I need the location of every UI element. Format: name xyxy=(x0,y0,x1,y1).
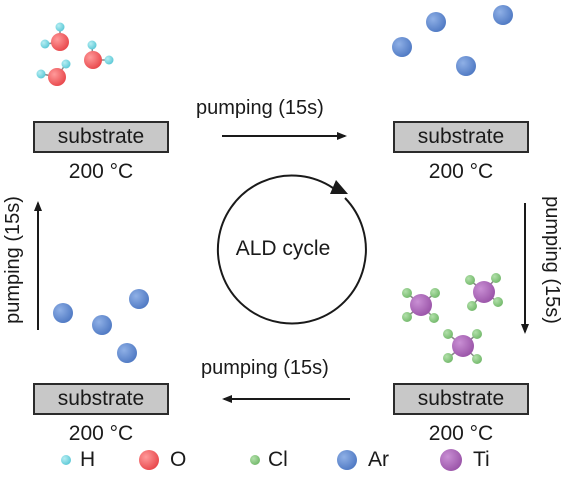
legend-cl-icon xyxy=(250,455,260,465)
substrate-bottom-right: substrate xyxy=(393,383,529,415)
h-atom xyxy=(87,40,97,50)
legend-ar-icon xyxy=(337,450,357,470)
h-atom xyxy=(61,59,71,69)
cl-atom xyxy=(493,297,503,307)
legend-label-cl: Cl xyxy=(268,448,288,471)
ar-atom xyxy=(456,56,476,76)
cl-atom xyxy=(443,329,453,339)
legend-ti-icon xyxy=(440,449,462,471)
argon-atoms-top xyxy=(392,5,513,76)
legend-label-h: H xyxy=(80,448,96,471)
ar-atom xyxy=(426,12,446,32)
ar-atom xyxy=(129,289,149,309)
ar-atom xyxy=(117,343,137,363)
substrate-top-right: substrate xyxy=(393,121,529,153)
h-atom xyxy=(55,22,65,32)
ti-atom xyxy=(410,294,432,316)
pumping-label-top: pumping (15s) xyxy=(196,97,324,119)
cycle-arrowhead xyxy=(330,180,348,194)
cl-atom xyxy=(443,353,453,363)
cl-atom xyxy=(402,288,412,298)
h-atom xyxy=(104,55,114,65)
pumping-label-bottom: pumping (15s) xyxy=(201,357,329,379)
ti-atom xyxy=(452,335,474,357)
cl-atom xyxy=(429,313,439,323)
ti-atom xyxy=(473,281,495,303)
substrate-top-left: substrate xyxy=(33,121,169,153)
h-atom xyxy=(36,69,46,79)
legend-label-ar: Ar xyxy=(368,448,389,471)
h-atom xyxy=(40,39,50,49)
o-atom xyxy=(51,33,69,51)
legend-label-ti: Ti xyxy=(473,448,490,471)
cycle-label: ALD cycle xyxy=(235,237,331,260)
ar-atom xyxy=(53,303,73,323)
cl-atom xyxy=(472,329,482,339)
cl-atom xyxy=(402,312,412,322)
ar-atom xyxy=(392,37,412,57)
o-atom xyxy=(84,51,102,69)
water-molecules xyxy=(36,22,114,86)
legend-o-icon xyxy=(139,450,159,470)
substrate-bottom-left: substrate xyxy=(33,383,169,415)
cl-atom xyxy=(430,288,440,298)
pumping-label-right: pumping (15s) xyxy=(541,196,563,324)
cl-atom xyxy=(491,273,501,283)
ticl4-molecules xyxy=(402,273,503,364)
temperature-bottom-left: 200 °C xyxy=(68,422,134,445)
cl-atom xyxy=(472,354,482,364)
temperature-top-left: 200 °C xyxy=(68,160,134,183)
o-atom xyxy=(48,68,66,86)
ar-atom xyxy=(493,5,513,25)
ar-atom xyxy=(92,315,112,335)
temperature-top-right: 200 °C xyxy=(428,160,494,183)
cycle-circle xyxy=(216,174,367,325)
legend-symbols xyxy=(61,449,462,471)
pumping-label-left: pumping (15s) xyxy=(2,196,24,324)
argon-atoms-bottom xyxy=(53,289,149,363)
cl-atom xyxy=(467,301,477,311)
temperature-bottom-right: 200 °C xyxy=(428,422,494,445)
cl-atom xyxy=(465,275,475,285)
legend-h-icon xyxy=(61,455,71,465)
legend-label-o: O xyxy=(170,448,187,471)
